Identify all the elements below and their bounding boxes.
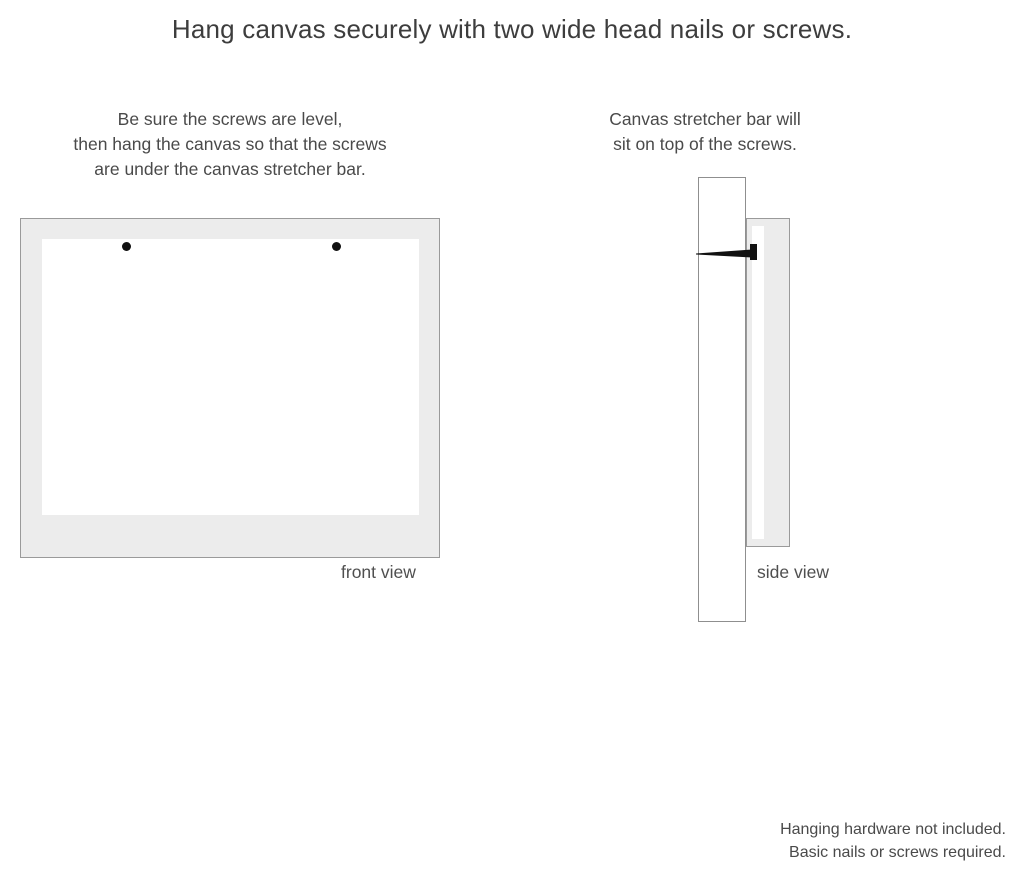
front-view-caption: Be sure the screws are level, then hang … bbox=[20, 107, 440, 182]
page-title: Hang canvas securely with two wide head … bbox=[171, 14, 853, 44]
front-view-caption-line-3: are under the canvas stretcher bar. bbox=[94, 159, 366, 179]
front-view-caption-line-1: Be sure the screws are level, bbox=[117, 109, 343, 129]
side-view-caption: Canvas stretcher bar will sit on top of … bbox=[590, 107, 820, 157]
footer-line-2: Basic nails or screws required. bbox=[789, 844, 1006, 861]
side-view-label: side view bbox=[757, 562, 829, 582]
canvas-face-front bbox=[42, 239, 419, 515]
screw-side-icon bbox=[696, 244, 757, 260]
side-view-caption-line-1: Canvas stretcher bar will bbox=[609, 109, 801, 129]
footer-line-1: Hanging hardware not included. bbox=[780, 821, 1006, 838]
canvas-face-side bbox=[752, 226, 764, 539]
footer-note: Hanging hardware not included. Basic nai… bbox=[780, 818, 1006, 864]
front-view-label: front view bbox=[341, 562, 416, 582]
front-view-caption-line-2: then hang the canvas so that the screws bbox=[73, 134, 387, 154]
screw-head-icon-left bbox=[122, 242, 131, 251]
front-view-diagram bbox=[20, 218, 440, 558]
screw-head-icon-right bbox=[332, 242, 341, 251]
side-view-caption-line-2: sit on top of the screws. bbox=[613, 134, 797, 154]
side-view-diagram bbox=[690, 170, 820, 640]
